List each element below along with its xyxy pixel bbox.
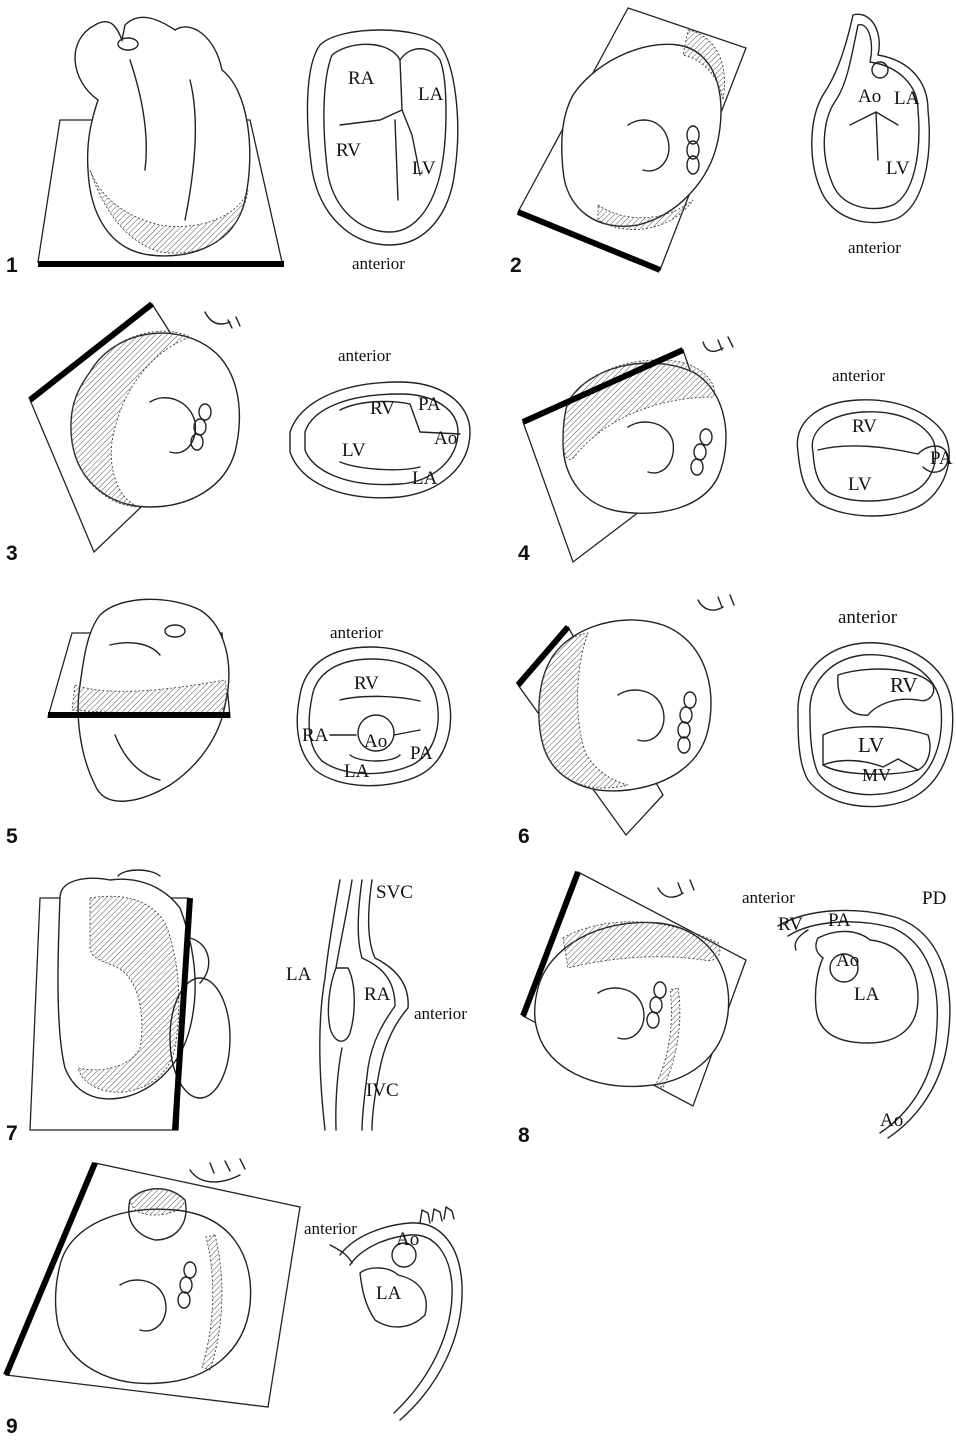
panel-6-lv-label: LV: [858, 733, 884, 758]
panel-1-ra-label: RA: [348, 68, 374, 90]
panel-8-la-label: LA: [854, 984, 879, 1006]
panel-3-rv-label: RV: [370, 398, 395, 420]
panel-2: 2 Ao LA LV anterior: [478, 0, 956, 285]
panel-9-la-label: LA: [376, 1283, 401, 1305]
panel-6-mv-label: MV: [862, 765, 891, 786]
panel-5-rv-label: RV: [354, 673, 379, 695]
panel-7-section-outline: [0, 868, 478, 1150]
panel-3-section-outline: [0, 292, 478, 582]
panel-1-la-label: LA: [418, 84, 443, 106]
panel-8: 8 anterior RV PA PD Ao LA Ao: [478, 868, 956, 1150]
panel-4-section-outline: [478, 292, 956, 582]
panel-8-ao-bottom-label: Ao: [880, 1110, 903, 1132]
panel-5: 5 anterior RV RA Ao PA LA: [0, 585, 478, 865]
panel-6-rv-label: RV: [890, 673, 918, 698]
panel-3-ao-label: Ao: [434, 428, 457, 450]
panel-8-rv-label: RV: [778, 914, 803, 936]
panel-2-ao-label: Ao: [858, 86, 881, 108]
panel-1-section-outline: [0, 0, 478, 285]
panel-5-ao-label: Ao: [364, 731, 387, 753]
panel-2-anterior-label: anterior: [848, 238, 901, 258]
panel-3-pa-label: PA: [418, 394, 441, 416]
panel-7-anterior-label: anterior: [414, 1004, 467, 1024]
panel-9-section-outline: [0, 1155, 478, 1446]
panel-5-la-label: LA: [344, 761, 369, 783]
panel-3-lv-label: LV: [342, 440, 366, 462]
panel-6-section-outline: [478, 585, 956, 865]
panel-9: 9 anterior Ao LA: [0, 1155, 478, 1446]
panel-3-la-label: LA: [412, 468, 437, 490]
panel-5-ra-label: RA: [302, 725, 328, 747]
panel-7-ra-label: RA: [364, 984, 390, 1006]
panel-8-ao-top-label: Ao: [836, 950, 859, 972]
panel-2-lv-label: LV: [886, 158, 910, 180]
panel-5-section-outline: [0, 585, 478, 865]
panel-9-ao-label: Ao: [396, 1229, 419, 1251]
panel-7-ivc-label: IVC: [366, 1080, 399, 1102]
panel-6: 6 anterior RV LV MV: [478, 585, 956, 865]
panel-7: 7 SVC LA RA anterior IVC: [0, 868, 478, 1150]
panel-4-pa-label: PA: [930, 448, 953, 470]
panel-1-rv-label: RV: [336, 140, 361, 162]
panel-1-anterior-label: anterior: [352, 254, 405, 274]
panel-8-pd-label: PD: [922, 888, 946, 910]
panel-8-pa-label: PA: [828, 910, 851, 932]
panel-4-lv-label: LV: [848, 474, 872, 496]
panel-7-la-label: LA: [286, 964, 311, 986]
panel-5-pa-label: PA: [410, 743, 433, 765]
panel-4-rv-label: RV: [852, 416, 877, 438]
panel-4: 4 anterior RV PA LV: [478, 292, 956, 582]
panel-7-svc-label: SVC: [376, 882, 413, 904]
panel-3: 3 anterior RV PA Ao LV LA: [0, 292, 478, 582]
panel-1-lv-label: LV: [412, 158, 436, 180]
panel-1: 1 RA LA RV LV anterior: [0, 0, 478, 285]
panel-2-la-label: LA: [894, 88, 919, 110]
panel-8-section-outline: [478, 868, 956, 1150]
